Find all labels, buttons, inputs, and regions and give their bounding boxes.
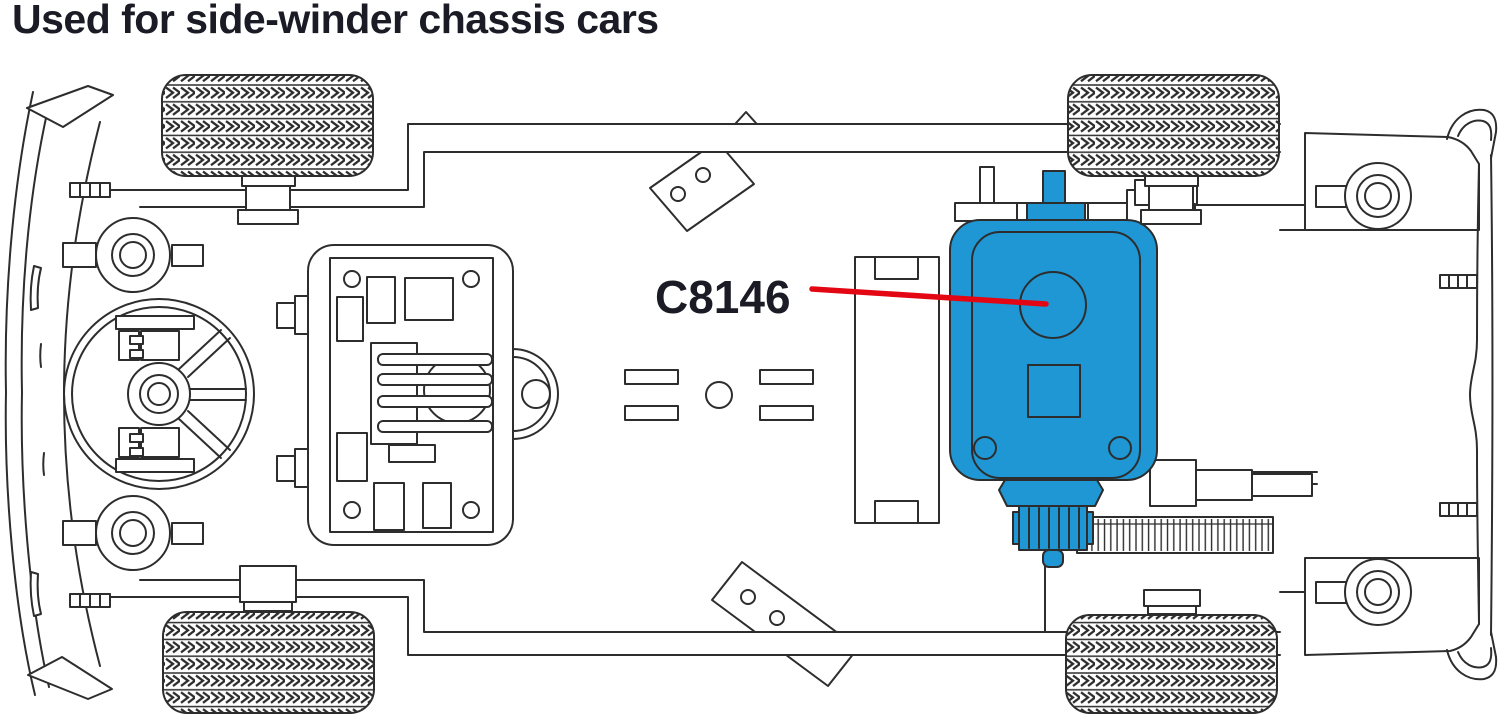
front-hinge-detail-top [69,182,111,198]
electronics-box [276,244,559,546]
pinion-gear [1012,505,1094,568]
wheel-hubs [237,175,1202,615]
part-number-label: C8146 [655,271,791,323]
chassis-frame [99,123,1318,656]
front-post-top [62,217,204,293]
tire-bottom-left [162,611,375,714]
callout-line [809,286,1049,307]
tire-top-right [1067,74,1280,177]
tire-top-left [161,74,374,177]
motor-highlighted [949,170,1158,568]
front-post-bottom [62,495,204,571]
tire-bottom-right [1065,614,1278,714]
front-hinge-detail-bottom [69,593,111,608]
guide-assembly [63,298,255,490]
chassis-center-slots [624,369,814,421]
bottom-diagonal-bracket [711,561,859,687]
crown-gear [1076,516,1274,554]
motor-pod [854,256,940,524]
rear-body [1304,108,1498,681]
page-title: Used for side-winder chassis cars [12,0,659,42]
